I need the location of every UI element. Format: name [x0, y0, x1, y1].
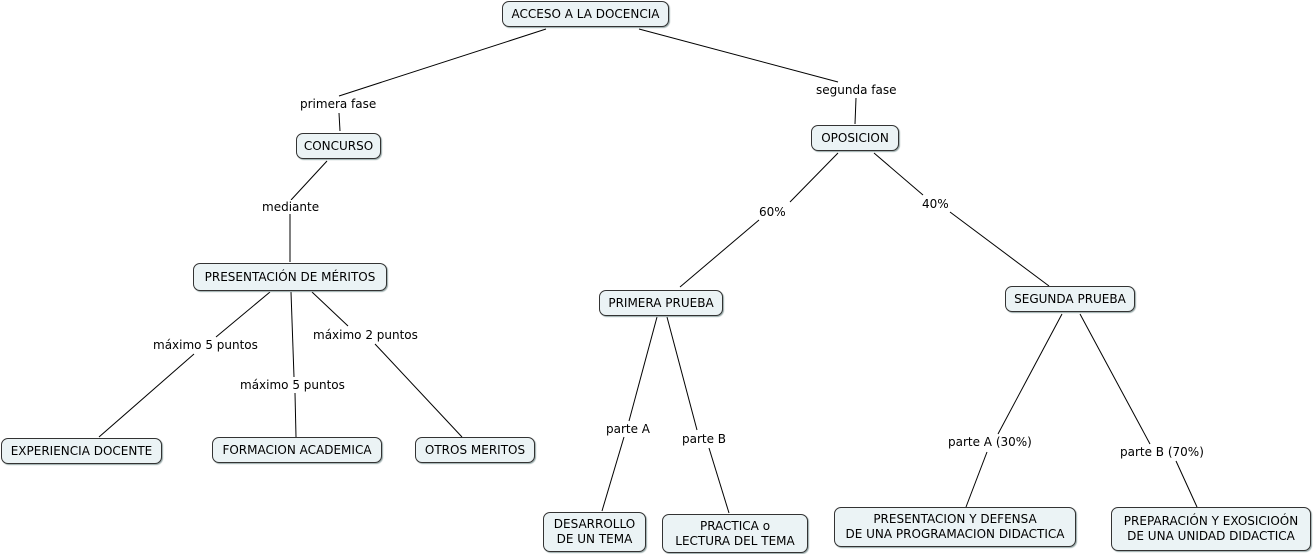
connector-line: [290, 160, 328, 201]
connector-line: [290, 291, 295, 378]
connector-line: [965, 451, 988, 508]
concept-desarrollo-de-un-tema[interactable]: DESARROLLO DE UN TEMA: [543, 512, 646, 552]
connector-line: [708, 447, 730, 514]
concept-oposicion[interactable]: OPOSICION: [811, 125, 899, 151]
link-label-segunda-fase: segunda fase: [815, 83, 898, 97]
link-label-mediante: mediante: [261, 200, 321, 214]
link-label-parte-b: parte B: [681, 432, 728, 446]
concept-primera-prueba[interactable]: PRIMERA PRUEBA: [599, 290, 723, 316]
concept-acceso-a-la-docencia[interactable]: ACCESO A LA DOCENCIA: [502, 1, 669, 27]
concept-presentacion-de-meritos[interactable]: PRESENTACIÓN DE MÉRITOS: [193, 263, 387, 291]
link-label-parte-a-30: parte A (30%): [947, 435, 1033, 449]
connector-line: [628, 316, 658, 422]
link-label-40-percent: 40%: [921, 197, 950, 211]
concept-preparacion-y-exposicion[interactable]: PREPARACIÓN Y EXOSICIOÓN DE UNA UNIDAD D…: [1111, 507, 1311, 551]
link-label-parte-b-70: parte B (70%): [1119, 445, 1205, 459]
concept-practica-o-lectura-del-tema[interactable]: PRACTICA o LECTURA DEL TEMA: [662, 514, 808, 553]
connector-line: [215, 291, 271, 338]
concept-otros-meritos[interactable]: OTROS MERITOS: [415, 437, 535, 463]
connector-line: [666, 316, 698, 431]
link-label-parte-a: parte A: [605, 422, 652, 436]
connector-line: [949, 211, 1050, 287]
connector-line: [98, 353, 195, 438]
connector-line: [679, 219, 760, 288]
connector-line: [601, 436, 625, 512]
connector-line: [997, 313, 1063, 435]
connector-line: [338, 112, 341, 132]
connector-line: [854, 97, 857, 125]
link-label-primera-fase: primera fase: [299, 97, 378, 111]
link-label-maximo-2-puntos: máximo 2 puntos: [312, 328, 419, 342]
connector-line: [873, 152, 924, 196]
concept-concurso[interactable]: CONCURSO: [296, 133, 381, 159]
connector-line: [1175, 460, 1198, 508]
concept-experiencia-docente[interactable]: EXPERIENCIA DOCENTE: [1, 438, 162, 464]
link-label-maximo-5-puntos: máximo 5 puntos: [239, 378, 346, 392]
connector-line: [338, 28, 547, 97]
concept-presentacion-y-defensa[interactable]: PRESENTACION Y DEFENSA DE UNA PROGRAMACI…: [834, 507, 1076, 547]
link-label-maximo-5-puntos: máximo 5 puntos: [152, 338, 259, 352]
connector-line: [789, 152, 839, 203]
connector-line: [1079, 313, 1151, 445]
concept-segunda-prueba[interactable]: SEGUNDA PRUEBA: [1005, 286, 1135, 312]
connector-line: [294, 392, 297, 438]
concept-formacion-academica[interactable]: FORMACION ACADEMICA: [212, 437, 382, 463]
link-label-60-percent: 60%: [758, 205, 787, 219]
connector-line: [311, 291, 349, 327]
connector-line: [638, 28, 839, 83]
connector-line: [374, 343, 463, 438]
